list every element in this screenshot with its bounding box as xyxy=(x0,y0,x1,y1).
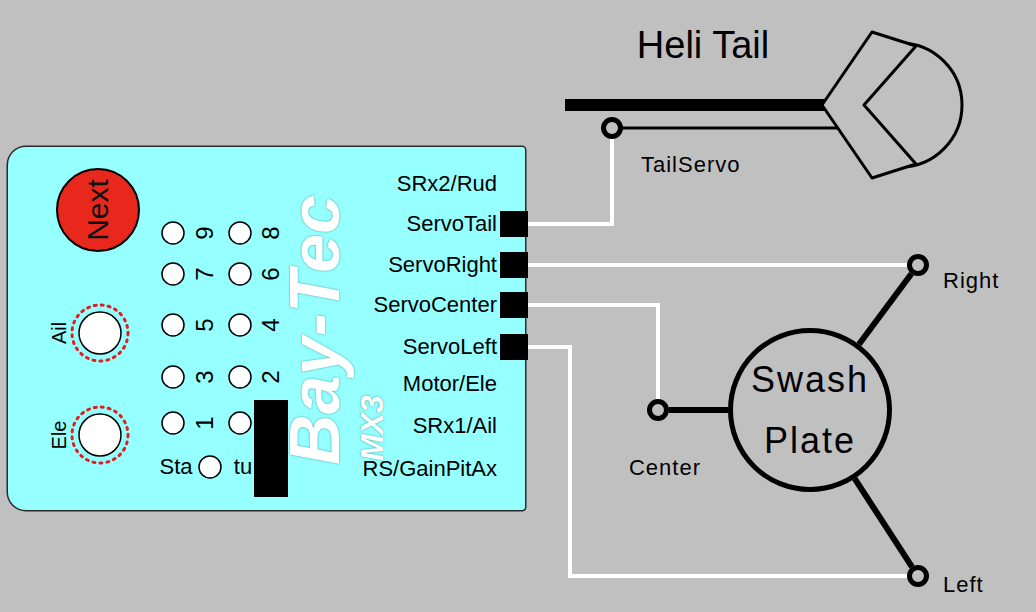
servo-linkage xyxy=(669,407,728,413)
led xyxy=(162,263,184,285)
servo-label: Right xyxy=(943,270,999,292)
led xyxy=(229,366,251,388)
brand-text: Bay-Tec xyxy=(280,195,350,465)
connector-socket xyxy=(500,252,528,278)
led-number: 7 xyxy=(193,267,217,280)
status-led xyxy=(199,456,221,478)
servo-port: ServoRight xyxy=(388,251,528,279)
led-number: 4 xyxy=(259,318,283,331)
tail-rotor-blades xyxy=(822,32,916,178)
trim-knob xyxy=(79,414,121,456)
illustration-title: Heli Tail xyxy=(637,26,769,64)
led-number: 6 xyxy=(259,267,283,280)
led xyxy=(162,222,184,244)
led xyxy=(162,314,184,336)
led-number: 8 xyxy=(259,226,283,239)
servo-label: TailServo xyxy=(641,154,740,176)
port-label: ServoCenter xyxy=(373,292,497,318)
board-parts xyxy=(72,222,288,497)
servo-port: ServoCenter xyxy=(373,291,528,319)
led-number: 1 xyxy=(193,416,217,429)
led xyxy=(229,412,251,434)
servo-port: ServoTail xyxy=(407,210,528,238)
swash-label: Swash Plate xyxy=(745,349,875,471)
brand-text: MX3 xyxy=(356,395,388,461)
status-label: tu xyxy=(234,456,252,478)
servo-port: ServoLeft xyxy=(403,333,528,361)
led xyxy=(229,263,251,285)
led xyxy=(229,222,251,244)
led-number: 5 xyxy=(193,318,217,331)
servo-joint: Center xyxy=(647,399,669,421)
port-label: Motor/Ele xyxy=(403,373,497,395)
servo-joint: TailServo xyxy=(601,117,623,139)
servo-linkage xyxy=(855,479,912,567)
connector-socket xyxy=(500,334,528,360)
port-label: SRx1/Ail xyxy=(413,415,497,437)
knob-ring xyxy=(72,305,128,361)
servo-label: Center xyxy=(629,457,701,479)
connector-socket xyxy=(500,292,528,318)
port-label: ServoLeft xyxy=(403,334,497,360)
connector-socket xyxy=(500,211,528,237)
servo-joint: Left xyxy=(907,565,929,587)
port-label: RS/GainPitAx xyxy=(363,458,498,480)
swash-plate: Swash Plate xyxy=(728,328,892,492)
port-label: SRx2/Rud xyxy=(397,173,497,195)
led xyxy=(162,412,184,434)
servo-wire xyxy=(528,139,612,224)
next-button: Next xyxy=(56,168,140,252)
trim-knob xyxy=(79,312,121,354)
tail-pushrod xyxy=(612,112,860,128)
servo-joint: Right xyxy=(907,254,929,276)
knob-label: Ail xyxy=(49,322,69,344)
led-number: 3 xyxy=(193,370,217,383)
servo-linkage xyxy=(859,274,911,344)
tail-boom xyxy=(565,99,830,111)
servo-label: Left xyxy=(943,574,984,596)
port-label: ServoRight xyxy=(388,252,497,278)
led-number: 9 xyxy=(193,226,217,239)
status-label: Sta xyxy=(159,456,192,478)
servo-wire xyxy=(528,263,907,267)
button-label: Next xyxy=(81,179,115,241)
port-label: ServoTail xyxy=(407,211,497,237)
led xyxy=(229,314,251,336)
knob-label: Ele xyxy=(49,421,69,450)
knob-ring xyxy=(72,407,128,463)
led-number: 2 xyxy=(259,370,283,383)
servo-wire xyxy=(528,305,658,399)
led-group xyxy=(162,222,251,478)
led xyxy=(162,366,184,388)
